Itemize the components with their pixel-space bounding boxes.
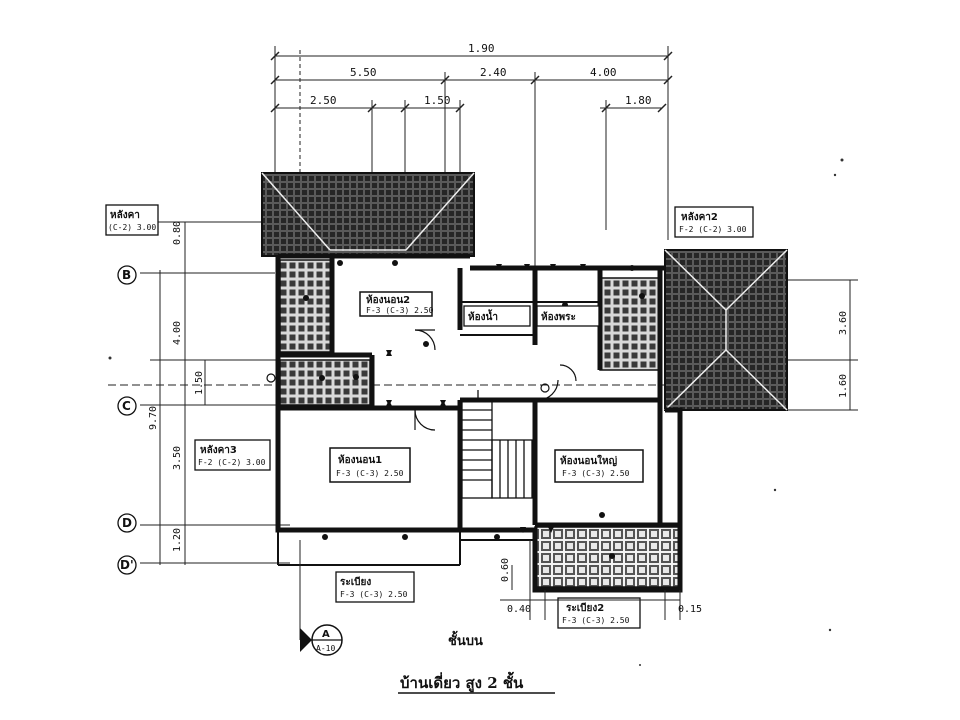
room-tag-shrine: ห้องพระ [536,305,600,327]
axis-label-b: B [122,268,131,282]
door-swings [414,329,577,431]
room-tag-bathroom: ห้องนํ้า [463,305,531,327]
room-tag-bedroom-1-ref: F-3 (C-3) 2.50 [336,469,404,478]
room-tag-shrine-name: ห้องพระ [541,311,576,323]
section-marker-sheet: A-10 [316,644,335,653]
axis-marker-d-prime: D' [117,555,137,575]
tag-roof-left-lower-ref: F-2 (C-2) 3.00 [198,458,266,467]
scan-speckles [108,158,844,666]
axis-marker-d: D [117,513,137,533]
drawing-title: บ้านเดี่ยว สูง 2 ชั้น [400,671,524,693]
tag-roof-right-ref: F-2 (C-2) 3.00 [679,225,747,234]
room-tag-bedroom-2-ref: F-3 (C-3) 2.50 [366,306,434,315]
tag-balcony-side-name: ระเบียง2 [566,602,604,614]
thin-walls [277,301,600,566]
bathroom-tile-lower [279,359,371,406]
tag-balcony-front: ระเบียง F-3 (C-3) 2.50 [335,571,415,603]
tag-roof-left-top-ref: (C-2) 3.00 [108,223,156,232]
room-tag-bedroom-2: ห้องนอน2 F-3 (C-3) 2.50 [359,291,434,317]
bathroom-tile-right [599,277,661,371]
right-dimension-lines [788,279,858,411]
tag-balcony-side-ref: F-3 (C-3) 2.50 [562,616,630,625]
dimension-left-3: 1.50 [194,371,205,395]
room-tag-master-bedroom-ref: F-3 (C-3) 2.50 [562,469,630,478]
dimension-second-2: 1.50 [424,94,451,107]
dimension-bottom-3: 0.15 [678,604,702,615]
room-tag-bedroom-1-name: ห้องนอน1 [338,454,382,466]
dimension-left-2: 4.00 [172,321,183,345]
tag-balcony-front-ref: F-3 (C-3) 2.50 [340,590,408,599]
tag-balcony-side: ระเบียง2 F-3 (C-3) 2.50 [557,597,641,629]
room-tag-master-bedroom-name: ห้องนอนใหญ่ [560,454,618,467]
balcony-grid-floor [534,526,682,588]
tag-balcony-front-name: ระเบียง [340,576,371,588]
room-tag-bedroom-1: ห้องนอน1 F-3 (C-3) 2.50 [329,447,411,483]
dimension-bottom-2: 0.40 [507,604,531,615]
dimension-top-2: 2.40 [480,66,507,79]
room-tag-bathroom-name: ห้องนํ้า [468,309,498,323]
axis-label-c: C [122,399,131,413]
staircase [461,390,533,499]
dimension-left-4: 3.50 [172,446,183,470]
bathroom-tile-left [279,259,333,353]
tag-roof-left-lower: หลังคา3 F-2 (C-2) 3.00 [194,439,271,471]
bottom-dimension-lines [299,540,681,640]
axis-label-d-prime: D' [120,558,134,572]
tag-roof-right-name: หลังคา2 [681,211,718,223]
room-tag-master-bedroom: ห้องนอนใหญ่ F-3 (C-3) 2.50 [554,449,644,483]
left-dimension-lines [108,221,700,565]
roof-top-left [261,172,475,257]
top-dimension-ticks [270,51,673,113]
switch-symbols [386,264,586,533]
room-tag-bedroom-2-name: ห้องนอน2 [366,294,410,306]
floor-caption: ชั้นบน [448,630,483,649]
tag-roof-right: หลังคา2 F-2 (C-2) 3.00 [674,206,754,238]
tag-roof-left-lower-name: หลังคา3 [200,444,237,456]
top-dimension-lines [274,46,669,270]
roof-right [664,249,788,411]
dimension-left-5: 1.20 [172,528,183,552]
fixture-symbols [266,260,645,559]
dimension-bottom-1: 0.60 [500,558,511,582]
overall-width-dimension: 1.90 [468,42,495,55]
dimension-left-1: 0.80 [172,221,183,245]
axis-marker-c: C [117,396,137,416]
section-marker: A A-10 [300,624,343,656]
dimension-right-2: 1.60 [838,374,849,398]
dimension-second-1: 2.50 [310,94,337,107]
dimension-left-total: 9.70 [148,406,159,430]
dimension-top-3: 4.00 [590,66,617,79]
section-marker-letter: A [322,629,330,640]
axis-label-d: D [122,516,132,530]
dimension-top-1: 5.50 [350,66,377,79]
axis-marker-b: B [117,265,137,285]
tag-roof-left-top-name: หลังคา [110,209,140,221]
dimension-right-1: 3.60 [838,311,849,335]
dimension-second-3: 1.80 [625,94,652,107]
tag-roof-left-top: หลังคา (C-2) 3.00 [105,204,159,236]
